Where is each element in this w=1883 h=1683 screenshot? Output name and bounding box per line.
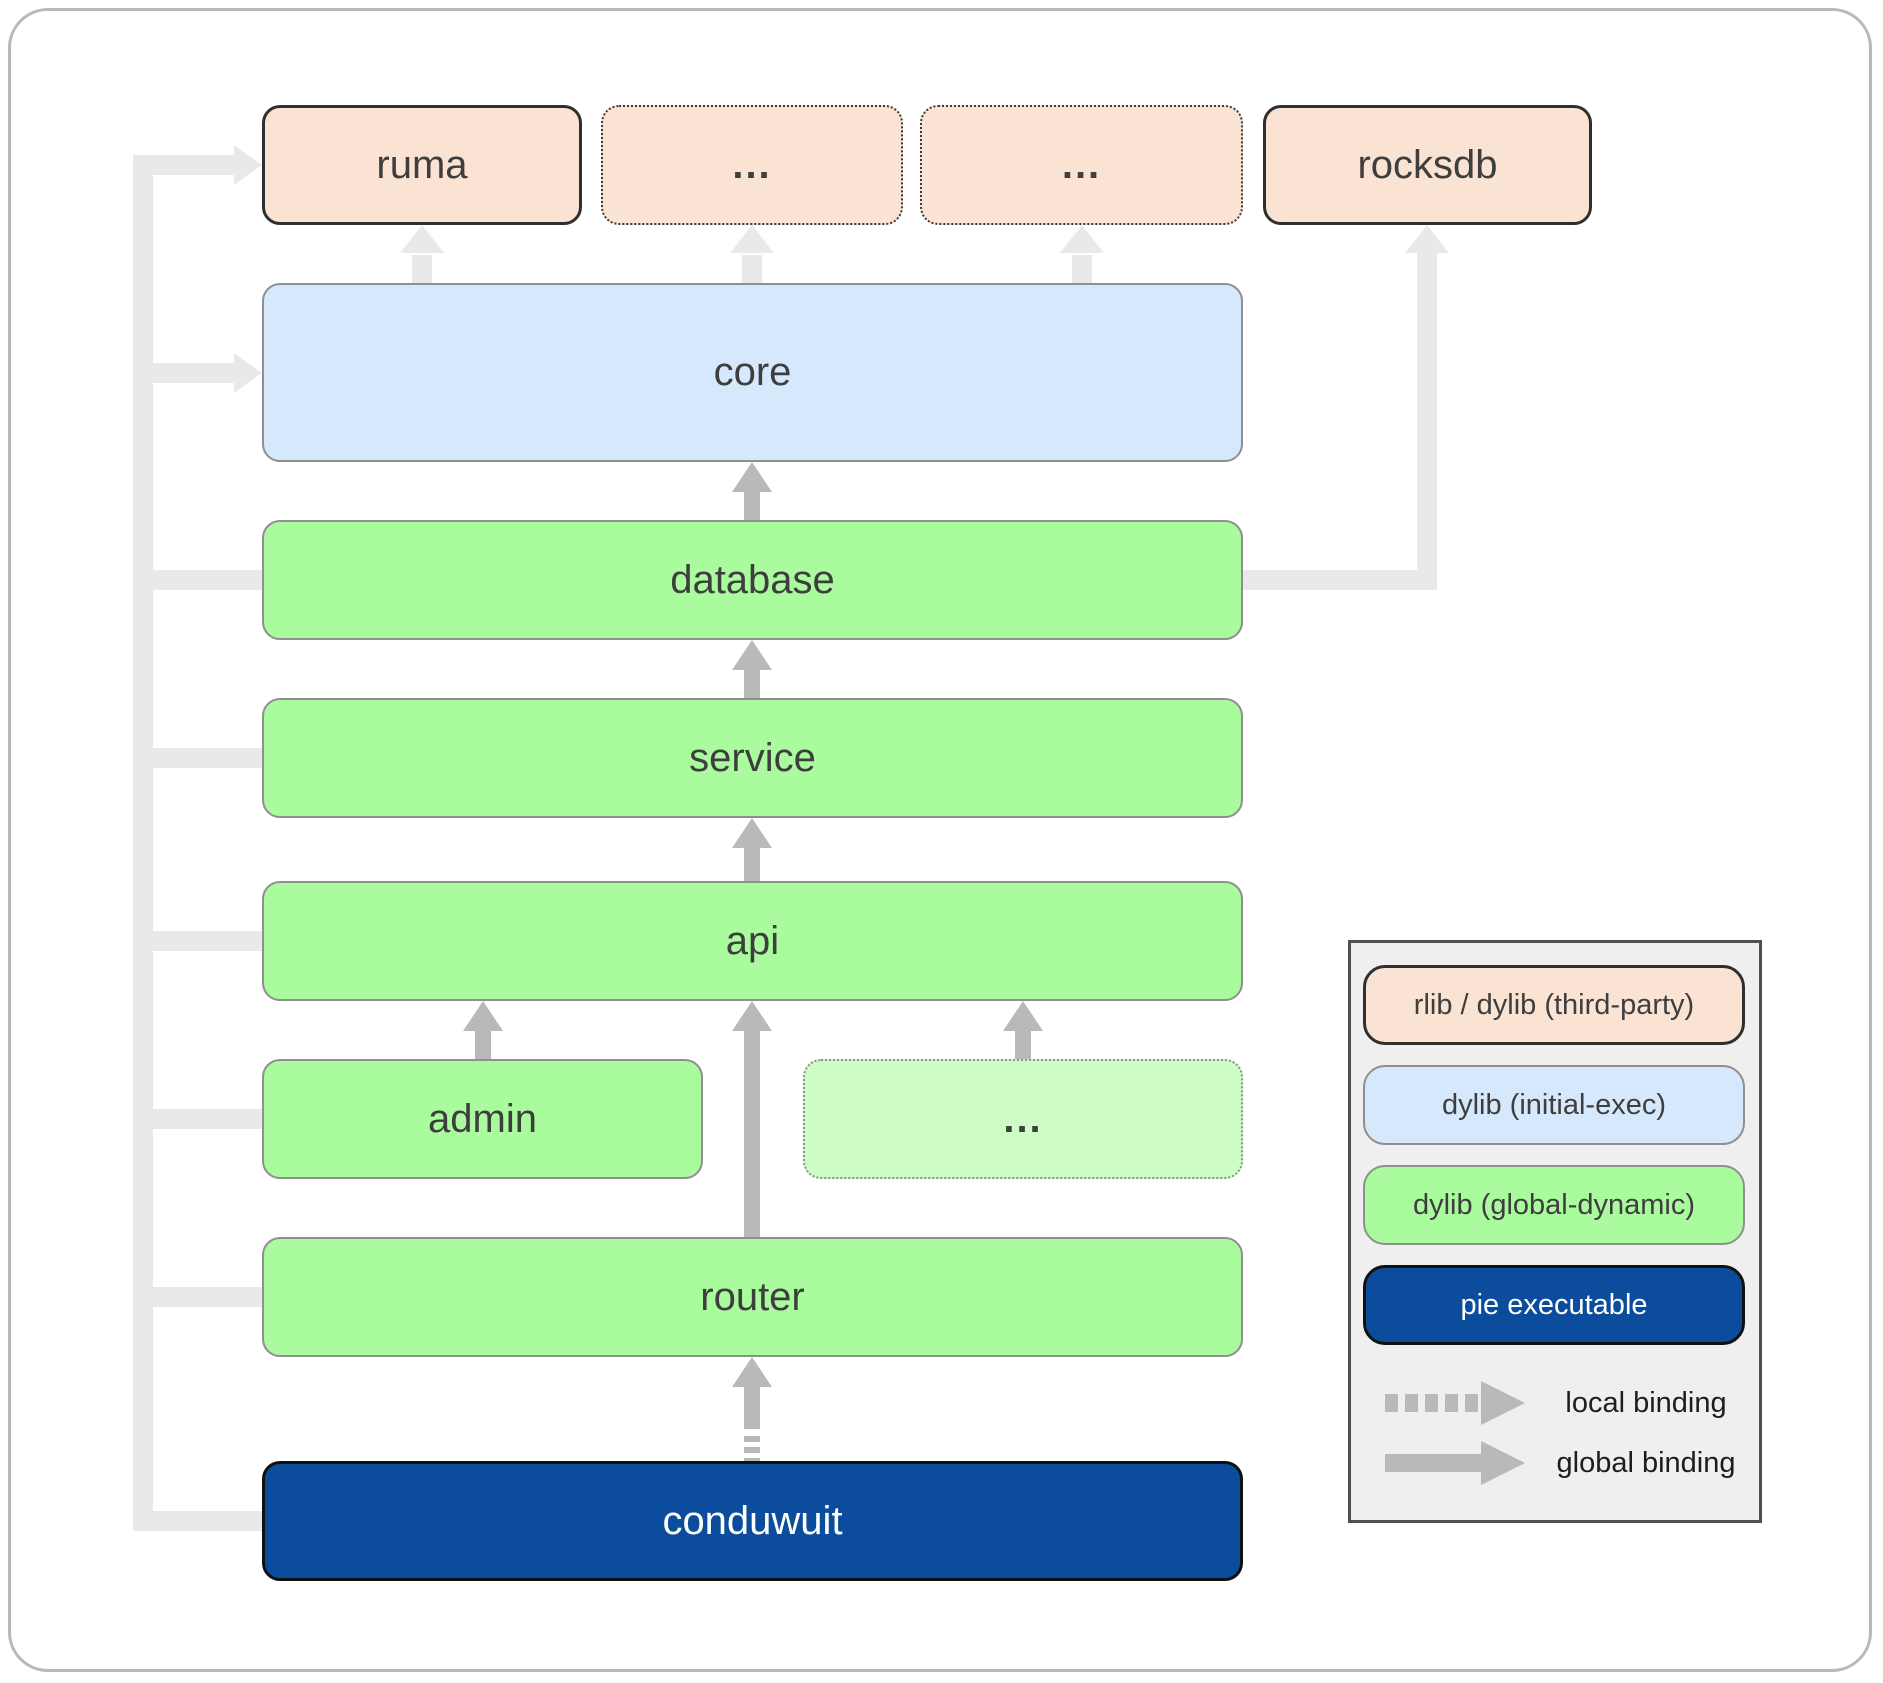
node-api-placeholder-label: ...: [1003, 1096, 1043, 1141]
node-api-placeholder: ...: [803, 1059, 1243, 1179]
conduwuit-router-arrow-dash: [744, 1447, 760, 1453]
router-api-arrowhead-icon: [732, 1001, 772, 1031]
router-api-arrow-shaft: [744, 1031, 760, 1237]
legend-local-binding-arrow-shaft: [1385, 1394, 1481, 1412]
pie-binding-branch-core: [133, 363, 234, 383]
node-core-label: core: [713, 350, 792, 394]
node-service-label: service: [689, 735, 816, 780]
placeholder-api-arrow-shaft: [1015, 1031, 1031, 1059]
node-service: service: [262, 698, 1243, 818]
conduwuit-router-arrow-dash: [744, 1436, 760, 1442]
diagram-border: [8, 8, 1872, 1672]
pie-binding-arrowhead-ruma-icon: [234, 145, 262, 185]
legend-local-binding-label: local binding: [1565, 1386, 1727, 1419]
pie-binding-trunk-line: [133, 155, 153, 1531]
legend-item-initial-exec: dylib (initial-exec): [1363, 1065, 1745, 1145]
conduwuit-router-arrowhead-icon: [732, 1357, 772, 1387]
database-rocksdb-line-vertical: [1417, 253, 1437, 590]
service-database-arrowhead-icon: [732, 640, 772, 670]
api-service-arrowhead-icon: [732, 818, 772, 848]
legend-item-global-dynamic-label: dylib (global-dynamic): [1412, 1188, 1696, 1221]
pie-binding-branch-database: [133, 570, 262, 590]
admin-api-arrowhead-icon: [463, 1001, 503, 1031]
core-placeholder-right-arrow-shaft: [1072, 255, 1092, 283]
core-placeholder-left-arrow-shaft: [742, 255, 762, 283]
node-top-placeholder-left: ...: [601, 105, 903, 225]
node-rocksdb-label: rocksdb: [1357, 142, 1498, 187]
node-admin: admin: [262, 1059, 703, 1179]
database-rocksdb-line-horizontal: [1243, 570, 1427, 590]
service-database-arrow-shaft: [744, 670, 760, 698]
pie-binding-branch-router: [133, 1287, 262, 1307]
legend-item-global-dynamic: dylib (global-dynamic): [1363, 1165, 1745, 1245]
pie-binding-branch-conduwuit: [133, 1511, 262, 1531]
node-ruma: ruma: [262, 105, 582, 225]
node-top-placeholder-left-label: ...: [732, 142, 772, 187]
node-api-label: api: [725, 918, 780, 963]
pie-binding-branch-api: [133, 931, 262, 951]
legend-global-binding-arrow-shaft: [1385, 1454, 1481, 1472]
node-ruma-label: ruma: [376, 142, 468, 187]
legend-item-pie-executable: pie executable: [1363, 1265, 1745, 1345]
legend-global-binding-label: global binding: [1556, 1446, 1736, 1479]
legend-item-third-party-label: rlib / dylib (third-party): [1413, 988, 1695, 1021]
node-router: router: [262, 1237, 1243, 1357]
legend-global-binding-arrowhead-icon: [1481, 1441, 1525, 1485]
database-core-arrow-shaft: [744, 492, 760, 520]
database-core-arrowhead-icon: [732, 462, 772, 492]
conduwuit-router-arrow-shaft: [744, 1387, 760, 1429]
core-ruma-arrowhead-icon: [400, 225, 444, 253]
node-top-placeholder-right: ...: [920, 105, 1243, 225]
core-placeholder-left-arrowhead-icon: [730, 225, 774, 253]
node-router-label: router: [700, 1274, 805, 1319]
legend-item-initial-exec-label: dylib (initial-exec): [1441, 1088, 1666, 1121]
node-conduwuit-label: conduwuit: [662, 1498, 843, 1543]
pie-binding-arrowhead-core-icon: [234, 353, 262, 393]
node-admin-label: admin: [428, 1096, 537, 1141]
database-rocksdb-arrowhead-icon: [1405, 225, 1449, 253]
pie-binding-branch-service: [133, 748, 262, 768]
legend-local-binding-arrowhead-icon: [1481, 1381, 1525, 1425]
legend: rlib / dylib (third-party) dylib (initia…: [1348, 940, 1762, 1523]
node-database-label: database: [670, 557, 835, 602]
pie-binding-branch-ruma: [133, 155, 234, 175]
node-core: core: [262, 283, 1243, 462]
node-api: api: [262, 881, 1243, 1001]
node-conduwuit: conduwuit: [262, 1461, 1243, 1581]
legend-item-pie-executable-label: pie executable: [1460, 1288, 1648, 1321]
api-service-arrow-shaft: [744, 848, 760, 881]
placeholder-api-arrowhead-icon: [1003, 1001, 1043, 1031]
admin-api-arrow-shaft: [475, 1031, 491, 1059]
node-top-placeholder-right-label: ...: [1061, 142, 1102, 187]
legend-item-third-party: rlib / dylib (third-party): [1363, 965, 1745, 1045]
node-rocksdb: rocksdb: [1263, 105, 1592, 225]
pie-binding-branch-admin: [133, 1109, 262, 1129]
core-placeholder-right-arrowhead-icon: [1060, 225, 1104, 253]
core-ruma-arrow-shaft: [412, 255, 432, 283]
node-database: database: [262, 520, 1243, 640]
